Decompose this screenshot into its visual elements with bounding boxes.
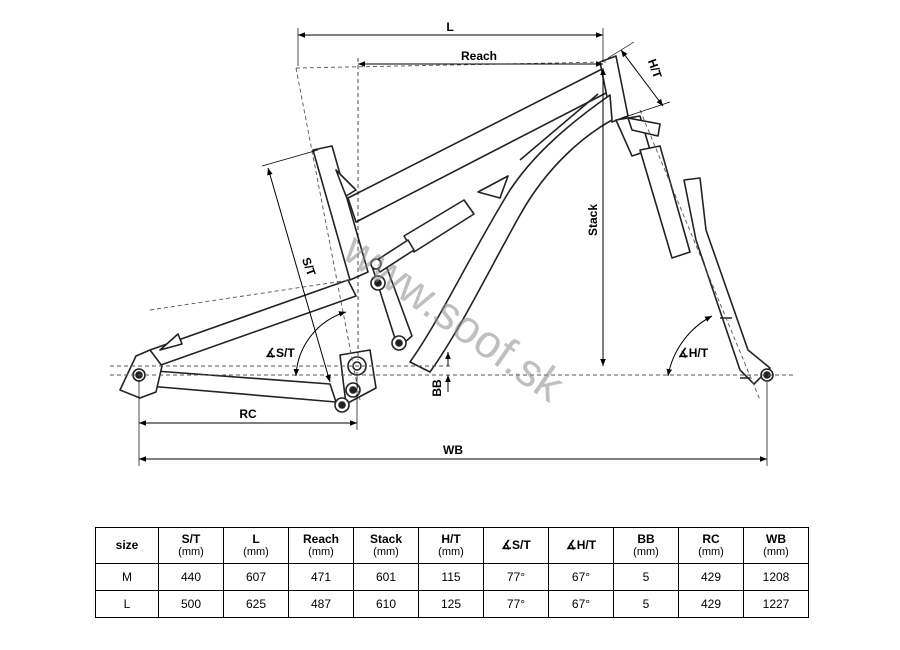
col-header: RC(mm)	[678, 527, 744, 564]
label-ht: H/T	[645, 57, 665, 81]
rear-shock-body	[403, 199, 475, 253]
col-header: size	[95, 527, 159, 564]
col-header: BB(mm)	[613, 527, 679, 564]
table-cell: 5	[613, 563, 679, 591]
table-cell: 67°	[548, 590, 614, 618]
label-angle-st: ∡S/T	[265, 346, 295, 360]
col-header: S/T(mm)	[158, 527, 224, 564]
col-header: H/T(mm)	[418, 527, 484, 564]
col-header: ∡S/T	[483, 527, 549, 564]
table-cell: M	[95, 563, 159, 591]
fork-stanchion	[639, 145, 691, 259]
label-st: S/T	[299, 255, 319, 278]
bike-frame-drawing	[119, 55, 774, 413]
table-cell: 601	[353, 563, 419, 591]
label-bb: BB	[430, 379, 444, 397]
table-cell: L	[95, 590, 159, 618]
col-header: Stack(mm)	[353, 527, 419, 564]
down-tube	[409, 94, 613, 373]
table-cell: 77°	[483, 563, 549, 591]
label-wb: WB	[443, 443, 463, 457]
table-cell: 5	[613, 590, 679, 618]
table-cell: 1208	[743, 563, 809, 591]
seat-tube-tab	[335, 169, 357, 197]
label-rc: RC	[239, 407, 257, 421]
table-cell: 607	[223, 563, 289, 591]
table-cell: 115	[418, 563, 484, 591]
table-cell: 440	[158, 563, 224, 591]
down-tube-gusset	[519, 93, 599, 161]
label-l: L	[446, 20, 453, 34]
seat-stay	[149, 279, 357, 367]
table-row: L 500 625 487 610 125 77° 67° 5 429 1227	[95, 590, 809, 618]
pivot-shock-upper	[370, 258, 382, 270]
col-header: ∡H/T	[548, 527, 614, 564]
table-cell: 429	[678, 590, 744, 618]
dropout-tab	[159, 333, 183, 351]
col-header: L(mm)	[223, 527, 289, 564]
fork-lower-leg	[683, 177, 771, 385]
table-cell: 625	[223, 590, 289, 618]
table-cell: 125	[418, 590, 484, 618]
geometry-table: size S/T(mm) L(mm) Reach(mm) Stack(mm) H…	[95, 527, 809, 618]
table-cell: 77°	[483, 590, 549, 618]
col-header: WB(mm)	[743, 527, 809, 564]
label-angle-ht: ∡H/T	[678, 346, 709, 360]
shock-mount	[477, 175, 509, 199]
col-header: Reach(mm)	[288, 527, 354, 564]
table-header-row: size S/T(mm) L(mm) Reach(mm) Stack(mm) H…	[95, 527, 809, 564]
label-stack: Stack	[586, 204, 600, 236]
label-reach: Reach	[461, 49, 497, 63]
table-cell: 500	[158, 590, 224, 618]
dimension-lines	[138, 28, 768, 466]
table-cell: 471	[288, 563, 354, 591]
table-cell: 610	[353, 590, 419, 618]
fork-crown	[627, 117, 661, 137]
table-cell: 67°	[548, 563, 614, 591]
table-cell: 487	[288, 590, 354, 618]
table-row: M 440 607 471 601 115 77° 67° 5 429 1208	[95, 563, 809, 591]
frame-geometry-diagram: L Reach H/T Stack S/T ∡S/T ∡H/T BB RC WB…	[110, 20, 795, 466]
table-cell: 1227	[743, 590, 809, 618]
table-cell: 429	[678, 563, 744, 591]
